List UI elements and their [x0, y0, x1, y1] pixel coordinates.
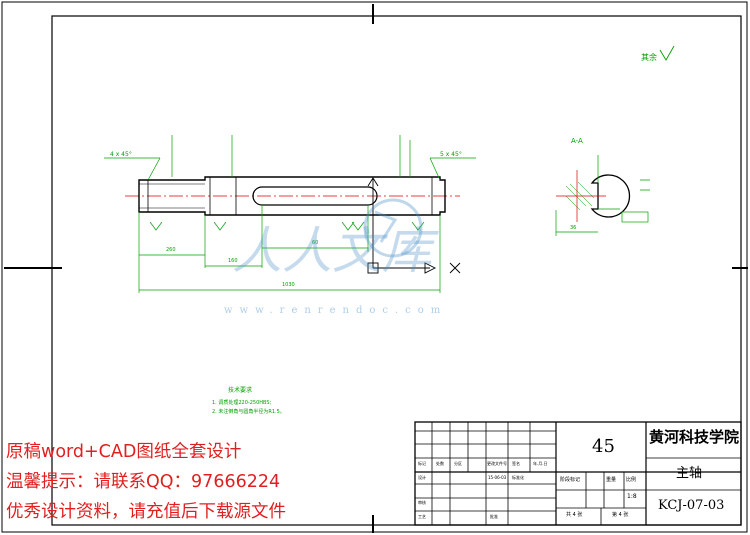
surface-finish-icon — [659, 45, 675, 61]
surface-note: 其余 — [641, 53, 657, 62]
right-chamfer-label: 5 x 45° — [440, 151, 462, 158]
promo-line-3: 优秀设计资料，请充值后下载源文件 — [6, 502, 286, 522]
promo-line-1: 原稿word+CAD图纸全套设计 — [6, 442, 242, 462]
dimensions — [104, 135, 476, 293]
header-mark: 标记 — [418, 461, 426, 466]
header-sign: 签名 — [512, 461, 520, 466]
dim-left-label: 260 — [166, 247, 176, 253]
title-block-grid — [414, 421, 742, 526]
header-date: 年.月.日 — [533, 461, 548, 466]
dim-keyway-label: 60 — [312, 240, 319, 246]
cad-cursor-icon — [367, 177, 461, 274]
scale-label: 比例 — [626, 477, 637, 483]
tech-title: 技术要求 — [228, 387, 253, 394]
dim-mid-label: 160 — [228, 258, 238, 264]
watermark-url: www.renrendoc.com — [224, 305, 448, 316]
section-label: A-A — [571, 137, 583, 145]
inner-frame — [51, 15, 742, 526]
watermark-logo-text: 人人文库 — [232, 222, 432, 280]
part-count: 45 — [592, 436, 615, 457]
weight-label: 重量 — [606, 477, 617, 483]
standard-label: 标准化 — [512, 475, 524, 480]
date-value: 15-06-03 — [488, 475, 507, 480]
tech-req-1: 1. 调质处理220-250HBS; — [212, 400, 272, 406]
dim-section-label: 36 — [570, 225, 577, 231]
drawing-number: KCJ-07-03 — [658, 498, 725, 513]
dim-total-label: 1030 — [282, 282, 295, 288]
mark-label: 阶段标记 — [560, 477, 581, 483]
promo-line-2: 温馨提示：请联系QQ：97666224 — [6, 472, 281, 492]
process-label: 工艺 — [418, 514, 426, 519]
watermark-logo-icon — [363, 198, 423, 258]
checker-label: 审核 — [418, 500, 426, 505]
left-chamfer-label: 4 x 45° — [110, 151, 132, 158]
scale-value: 1:8 — [627, 493, 637, 500]
sheet-number: 第 4 张 — [612, 512, 629, 518]
approve-label: 批准 — [490, 514, 498, 519]
part-name: 主轴 — [676, 466, 703, 481]
sheet-total: 共 4 张 — [566, 512, 583, 518]
header-zone: 分区 — [454, 461, 462, 466]
school-name: 黄河科技学院 — [649, 428, 740, 446]
section-dims — [555, 155, 650, 236]
header-doc: 更改文件号 — [487, 461, 507, 466]
designer-label: 设计 — [418, 475, 426, 480]
section-view — [556, 170, 631, 222]
tech-req-2: 2. 未注倒角与圆角半径为R1.5。 — [212, 409, 285, 415]
header-count: 处数 — [436, 461, 444, 466]
